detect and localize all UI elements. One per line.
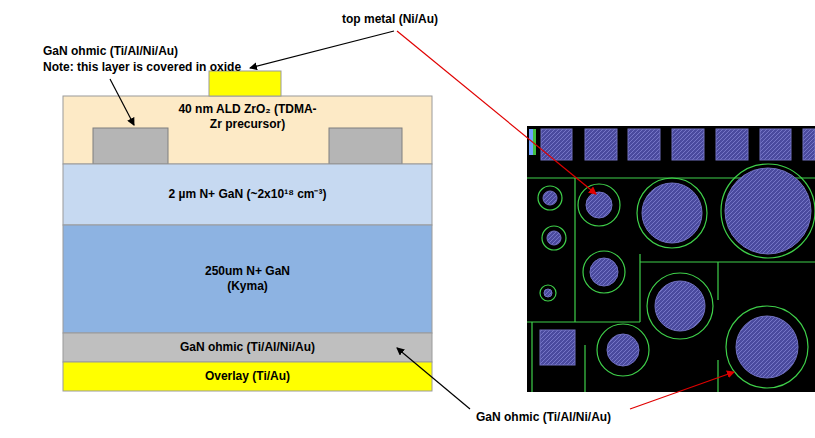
layout-image bbox=[527, 126, 815, 392]
layer-band: 40 nm ALD ZrO₂ (TDMA-Zr precursor) bbox=[63, 96, 432, 164]
ohmic-pad bbox=[329, 128, 402, 164]
callout-label: GaN ohmic (Ti/Al/Ni/Au) bbox=[43, 44, 178, 59]
epi-layer bbox=[63, 164, 432, 225]
callout-label: Note: this layer is covered in oxide bbox=[43, 60, 241, 75]
layer-band: GaN ohmic (Ti/Al/Ni/Au) bbox=[63, 333, 432, 362]
callout-label: GaN ohmic (Ti/Al/Ni/Au) bbox=[476, 410, 611, 425]
leader-arrow bbox=[110, 79, 134, 125]
leader-arrow bbox=[397, 31, 596, 194]
layer-label: 250um N+ GaN (Kyma) bbox=[188, 264, 308, 294]
leader-arrow bbox=[630, 372, 734, 409]
overlay-layer bbox=[63, 362, 432, 391]
layer-label: Overlay (Ti/Au) bbox=[205, 369, 290, 384]
layer-label: GaN ohmic (Ti/Al/Ni/Au) bbox=[180, 340, 315, 355]
ohmic-pad bbox=[93, 128, 168, 164]
layer-band: Overlay (Ti/Au) bbox=[63, 362, 432, 391]
callout-label: top metal (Ni/Au) bbox=[342, 12, 438, 27]
leader-arrow bbox=[397, 348, 470, 409]
layer-label: 2 µm N+ GaN (~2x10¹⁸ cm⁻³) bbox=[169, 187, 327, 202]
layer-label: 40 nm ALD ZrO₂ (TDMA-Zr precursor) bbox=[173, 102, 323, 132]
leader-arrow bbox=[250, 31, 394, 68]
ohmic-layer bbox=[63, 333, 432, 362]
substrate-layer bbox=[63, 225, 432, 333]
oxide-layer bbox=[63, 96, 432, 164]
layer-band: 250um N+ GaN (Kyma) bbox=[63, 225, 432, 333]
layer-band: 2 µm N+ GaN (~2x10¹⁸ cm⁻³) bbox=[63, 164, 432, 225]
top-metal bbox=[209, 71, 281, 96]
